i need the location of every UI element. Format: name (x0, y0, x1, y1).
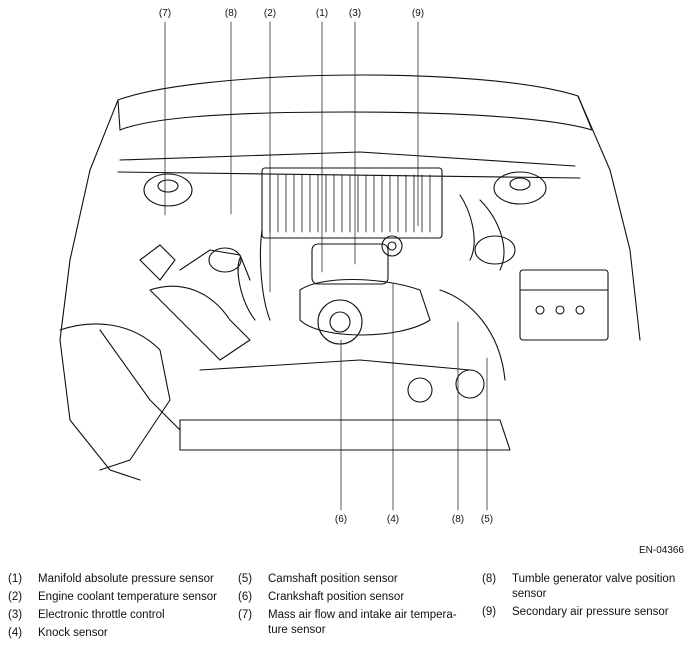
legend-column-1: (1) Manifold absolute pressure sensor (2)… (8, 572, 233, 644)
battery (519, 269, 609, 341)
callout-bottom-5: (5) (481, 514, 493, 525)
hood-outline (117, 74, 593, 131)
legend-number: (7) (238, 609, 253, 621)
callout-top-7: (7) (159, 8, 171, 19)
legend-item: (9) Secondary air pressure sensor (482, 605, 688, 620)
legend-number: (3) (8, 609, 23, 621)
callout-top-8: (8) (225, 8, 237, 19)
legend-item: (4) Knock sensor (8, 626, 233, 641)
legend-item: (6) Crankshaft position sensor (238, 590, 468, 605)
right-fender (577, 95, 641, 341)
legend-number: (1) (8, 573, 23, 585)
legend-text: Tumble generator valve position sensor (512, 573, 676, 600)
legend-text: Mass air flow and intake air tempera-tur… (268, 609, 457, 636)
callout-top-2: (2) (264, 8, 276, 19)
legend-item: (8) Tumble generator valve position senso… (482, 572, 688, 602)
legend-number: (2) (8, 591, 23, 603)
legend-text: Secondary air pressure sensor (512, 606, 669, 618)
throttle-body (311, 243, 389, 285)
cowl-line (119, 151, 576, 167)
legend-number: (8) (482, 573, 497, 585)
callout-top-3: (3) (349, 8, 361, 19)
callout-bottom-8: (8) (452, 514, 464, 525)
legend-item: (1) Manifold absolute pressure sensor (8, 572, 233, 587)
engine-undercover (179, 419, 511, 451)
legend-number: (5) (238, 573, 253, 585)
legend-text: Engine coolant temperature sensor (38, 591, 217, 603)
callout-bottom-6: (6) (335, 514, 347, 525)
left-strut-tower (143, 173, 193, 207)
legend-number: (9) (482, 606, 497, 618)
legend-item: (7) Mass air flow and intake air tempera-… (238, 608, 468, 638)
callout-top-1: (1) (316, 8, 328, 19)
right-strut-tower (493, 171, 547, 205)
legend-number: (4) (8, 627, 23, 639)
air-intake-duct (149, 285, 251, 361)
legend-column-3: (8) Tumble generator valve position senso… (482, 572, 688, 623)
legend-column-2: (5) Camshaft position sensor (6) Crankshaf… (238, 572, 468, 641)
crank-pulley (317, 299, 363, 345)
legend-item: (5) Camshaft position sensor (238, 572, 468, 587)
legend-text: Electronic throttle control (38, 609, 165, 621)
figure-id: EN-04366 (638, 545, 684, 556)
intercooler (261, 167, 443, 239)
legend-item: (2) Engine coolant temperature sensor (8, 590, 233, 605)
legend-text: Camshaft position sensor (268, 573, 398, 585)
legend-item: (3) Electronic throttle control (8, 608, 233, 623)
left-fender (59, 99, 141, 481)
legend-text: Manifold absolute pressure sensor (38, 573, 214, 585)
legend-text: Knock sensor (38, 627, 108, 639)
callout-top-9: (9) (412, 8, 424, 19)
engine-bay-diagram: (7) (8) (2) (1) (3) (9) (6) (4) (8) (5) (59, 8, 641, 525)
callout-bottom-4: (4) (387, 514, 399, 525)
legend-text: Crankshaft position sensor (268, 591, 405, 603)
legend-number: (6) (238, 591, 253, 603)
